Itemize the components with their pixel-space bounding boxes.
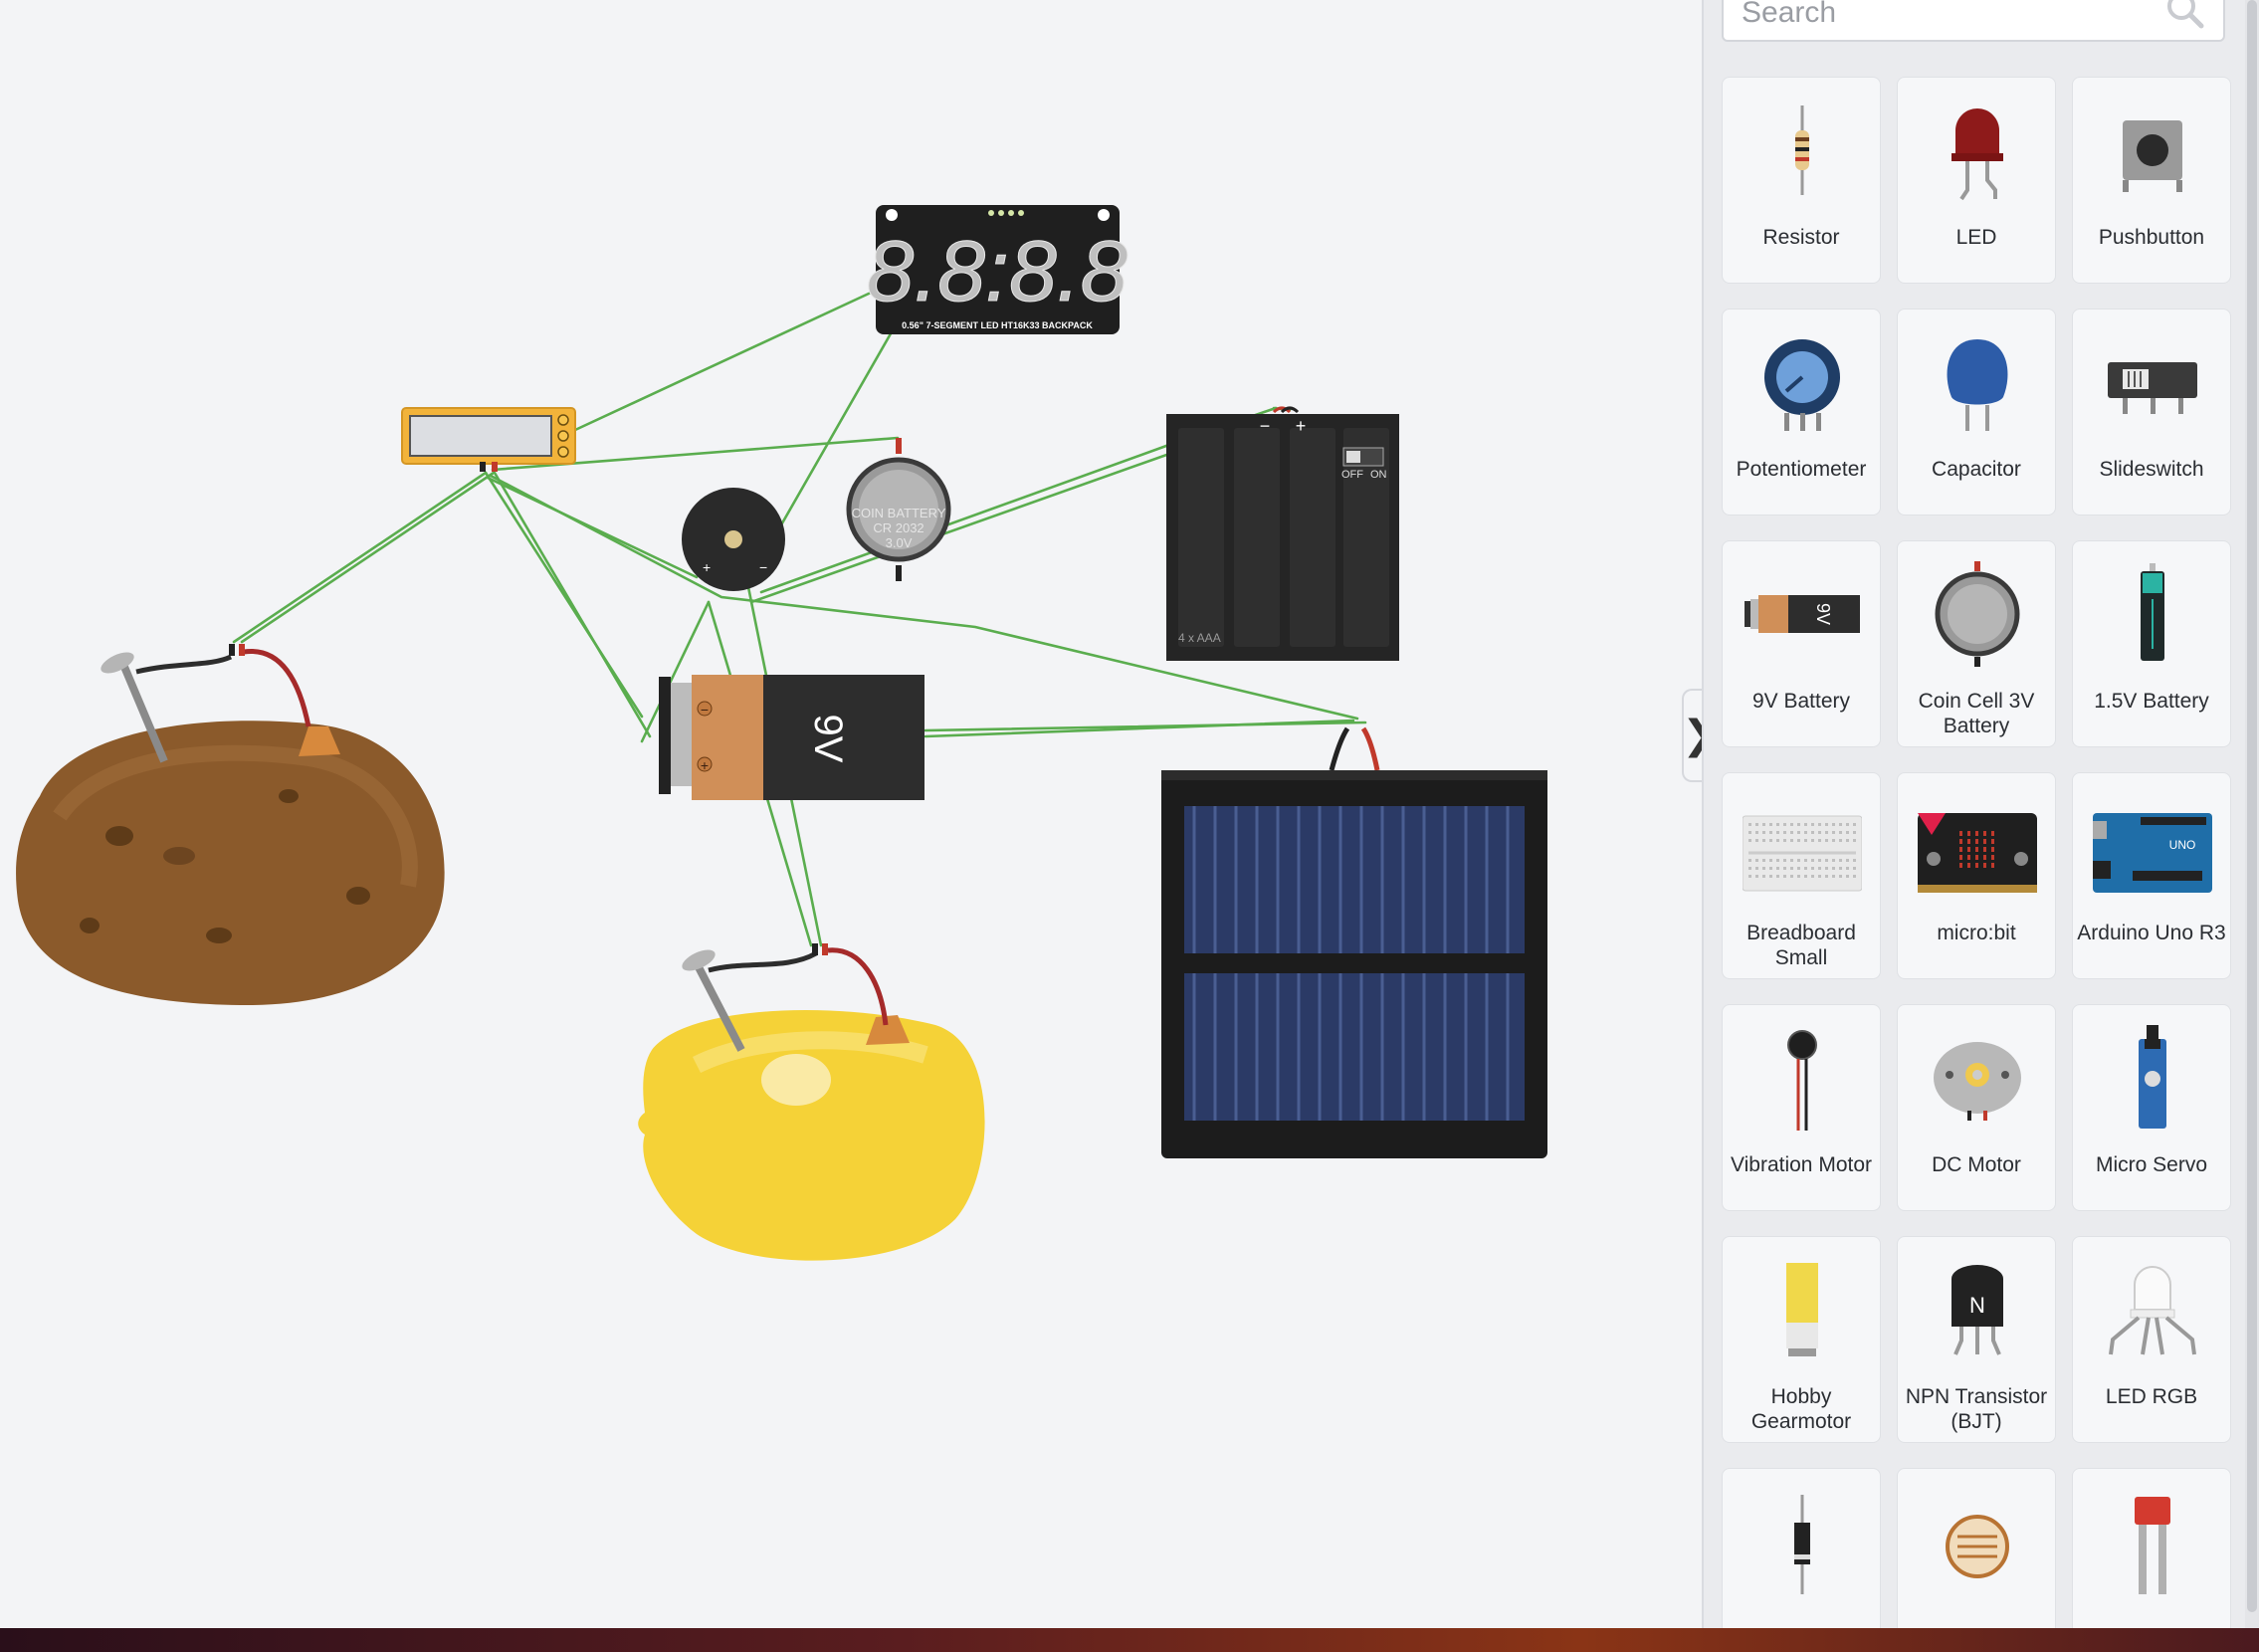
battery-9v-icon: 9V — [1745, 595, 1860, 633]
solar-panel[interactable] — [1161, 726, 1547, 1158]
potato-battery[interactable] — [16, 644, 445, 1005]
component-tile-diode[interactable] — [1722, 1468, 1881, 1628]
microbit-icon — [1918, 813, 2037, 893]
component-tile-vibration-motor[interactable]: Vibration Motor — [1722, 1004, 1881, 1211]
component-label: LED RGB — [2105, 1385, 2198, 1408]
component-label: Pushbutton — [2098, 226, 2205, 249]
search-box[interactable] — [1722, 0, 2225, 42]
potentiometer-icon — [1764, 339, 1840, 431]
component-tile-dc-motor[interactable]: DC Motor — [1897, 1004, 2056, 1211]
arduino-icon: UNO — [2093, 813, 2212, 893]
component-tile-resistor[interactable]: Resistor — [1722, 77, 1881, 284]
led-rgb-icon — [2109, 1266, 2196, 1355]
lemon-battery[interactable] — [638, 943, 985, 1261]
multimeter[interactable] — [401, 407, 576, 472]
component-tile-potentiometer[interactable]: Potentiometer — [1722, 309, 1881, 516]
component-label: DC Motor — [1932, 1153, 2021, 1176]
circuit-canvas[interactable]: 8.8:8.8 0.56" 7-SEGMENT LED HT16K33 BACK… — [0, 0, 1702, 1628]
circuit-workspace[interactable]: 8.8:8.8 0.56" 7-SEGMENT LED HT16K33 BACK… — [0, 0, 1702, 1628]
capacitor-icon — [1947, 339, 2008, 431]
component-tile-microbit[interactable]: micro:bit — [1897, 772, 2056, 979]
pushbutton-icon — [2123, 120, 2182, 192]
component-label: Slideswitch — [2099, 458, 2204, 481]
arduino-badge: UNO — [2169, 838, 2196, 852]
component-label: 9V Battery — [1751, 690, 1851, 713]
photoresistor-icon — [1946, 1515, 2009, 1578]
component-tile-micro-servo[interactable]: Micro Servo — [2072, 1004, 2231, 1211]
component-tile-9v-battery[interactable]: 9V 9V Battery — [1722, 540, 1881, 747]
seven-segment-caption: 0.56" 7-SEGMENT LED HT16K33 BACKPACK — [902, 320, 1093, 330]
component-panel: Resistor LED Pushbutton Potentiometer — [1704, 0, 2259, 1628]
component-tile-1-5v-battery[interactable]: 1.5V Battery — [2072, 540, 2231, 747]
seven-segment-display[interactable]: 8.8:8.8 0.56" 7-SEGMENT LED HT16K33 BACK… — [866, 205, 1129, 334]
battery-9v-label: 9V — [806, 715, 850, 763]
battery-9v-badge: 9V — [1813, 603, 1833, 625]
coin-battery-line1: COIN BATTERY — [852, 506, 946, 520]
component-tile-breadboard-small[interactable]: Breadboard Small — [1722, 772, 1881, 979]
coin-cell-icon — [1935, 561, 2020, 667]
npn-badge: N — [1969, 1293, 1985, 1318]
coin-battery[interactable]: COIN BATTERY CR 2032 3.0V — [846, 438, 951, 581]
component-tile-pushbutton[interactable]: Pushbutton — [2072, 77, 2231, 284]
slideswitch-icon — [2108, 362, 2197, 414]
component-label: Potentiometer — [1736, 458, 1867, 481]
buzzer-minus-label: − — [759, 559, 767, 575]
soil-sensor-icon — [2135, 1497, 2170, 1594]
component-tile-slideswitch[interactable]: Slideswitch — [2072, 309, 2231, 516]
component-tile-led-rgb[interactable]: LED RGB — [2072, 1236, 2231, 1443]
component-label: Arduino Uno R3 — [2077, 922, 2226, 944]
gearmotor-icon — [1786, 1263, 1818, 1356]
component-label: Coin Cell 3V Battery — [1918, 690, 2035, 737]
coin-battery-line2: CR 2032 — [873, 520, 924, 535]
search-input[interactable] — [1740, 0, 2161, 34]
diode-icon — [1794, 1495, 1810, 1594]
battery-pack-plus: + — [1296, 416, 1307, 436]
battery-pack-4xaaa[interactable]: − + OFF ON 4 x AAA — [1166, 406, 1399, 661]
component-tile-npn-transistor[interactable]: N NPN Transistor (BJT) — [1897, 1236, 2056, 1443]
component-tile-led[interactable]: LED — [1897, 77, 2056, 284]
vibration-motor-icon — [1787, 1030, 1817, 1131]
battery-pack-on-label: ON — [1370, 469, 1387, 481]
battery-pack-off-label: OFF — [1341, 469, 1363, 481]
search-icon[interactable] — [2163, 0, 2207, 32]
sidebar-scrollbar[interactable] — [2245, 0, 2259, 1628]
desktop-background — [0, 1628, 2259, 1652]
component-label: Vibration Motor — [1730, 1153, 1873, 1176]
component-label: Resistor — [1762, 226, 1840, 249]
component-label: Breadboard Small — [1746, 922, 1856, 969]
component-tile-hobby-gearmotor[interactable]: Hobby Gearmotor — [1722, 1236, 1881, 1443]
component-tile-capacitor[interactable]: Capacitor — [1897, 309, 2056, 516]
led-icon — [1951, 108, 2003, 201]
seven-segment-digits: 8.8:8.8 — [867, 224, 1129, 319]
battery-9v-plus: + — [701, 757, 709, 773]
battery-aa-icon — [2141, 563, 2164, 661]
wires[interactable] — [232, 285, 1367, 947]
component-label: micro:bit — [1937, 922, 2016, 944]
micro-servo-icon — [2139, 1025, 2166, 1129]
battery-9v[interactable]: − + 9V — [659, 675, 924, 800]
component-tile-arduino-uno[interactable]: UNO Arduino Uno R3 — [2072, 772, 2231, 979]
battery-9v-minus: − — [701, 702, 709, 718]
battery-pack-minus: − — [1260, 416, 1271, 436]
piezo-buzzer[interactable]: + − — [682, 488, 785, 591]
component-tile-coin-cell[interactable]: Coin Cell 3V Battery — [1897, 540, 2056, 747]
panel-divider — [1702, 0, 1704, 1628]
component-label: Hobby Gearmotor — [1750, 1385, 1852, 1433]
component-label: Capacitor — [1932, 458, 2021, 481]
component-label: LED — [1955, 226, 1997, 249]
sidebar-scroll-thumb[interactable] — [2247, 0, 2257, 1612]
component-label: 1.5V Battery — [2094, 690, 2209, 713]
npn-transistor-icon: N — [1951, 1265, 2003, 1355]
component-tile-photoresistor[interactable] — [1897, 1468, 2056, 1628]
coin-battery-line3: 3.0V — [886, 535, 913, 550]
dc-motor-icon — [1934, 1042, 2021, 1121]
resistor-icon — [1795, 105, 1809, 195]
buzzer-plus-label: + — [703, 559, 711, 575]
component-label: Micro Servo — [2095, 1153, 2208, 1176]
battery-pack-caption: 4 x AAA — [1178, 631, 1221, 645]
breadboard-icon — [1743, 815, 1862, 892]
component-label: NPN Transistor (BJT) — [1905, 1385, 2048, 1433]
component-tile-soil-sensor[interactable] — [2072, 1468, 2231, 1628]
